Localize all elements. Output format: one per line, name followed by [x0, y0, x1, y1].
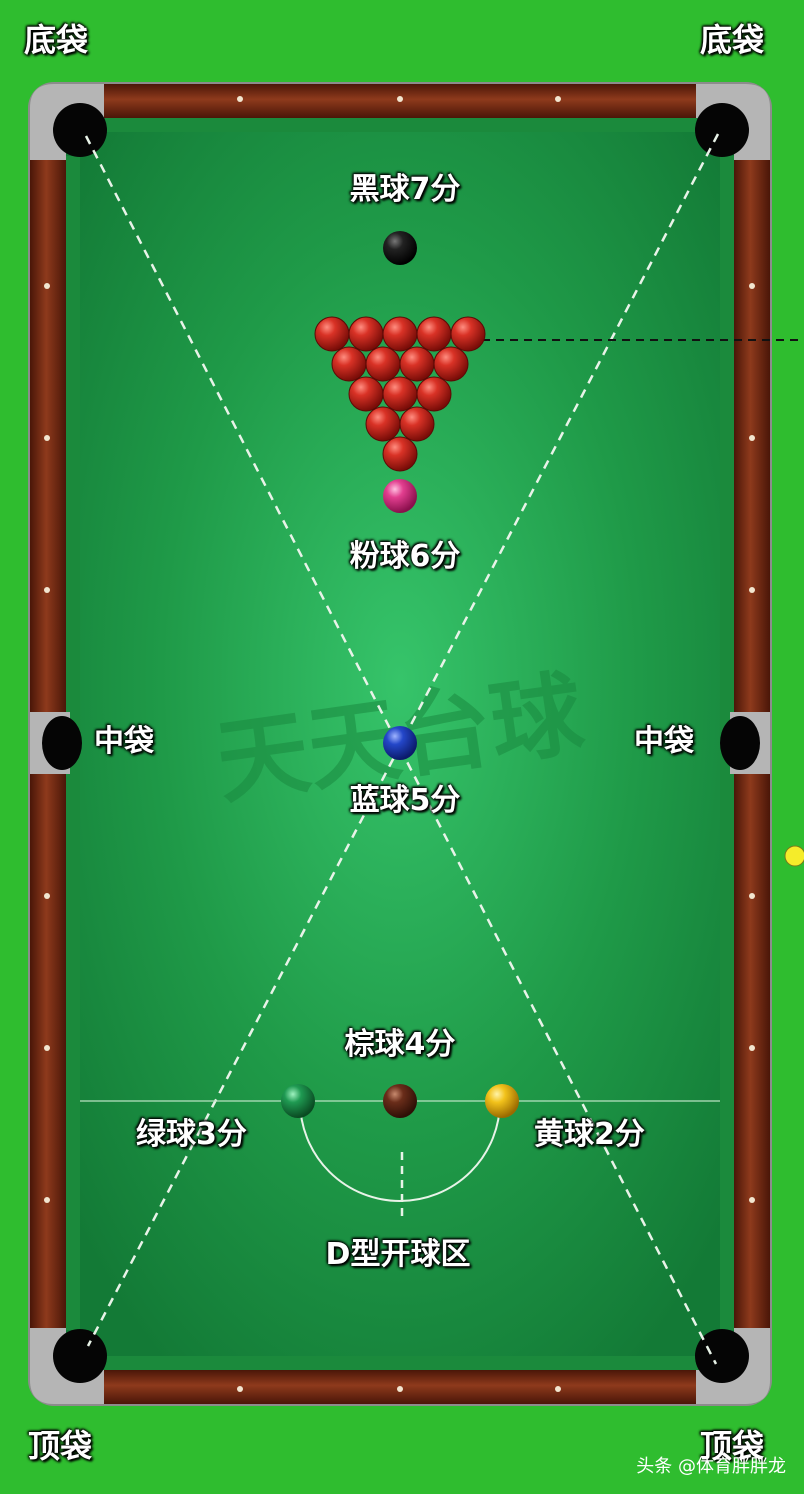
yellow-ball-label: 黄球2分: [534, 1117, 645, 1152]
author-credit: 头条 @体育胖胖龙: [636, 1456, 786, 1477]
red-ball: [314, 316, 350, 352]
red-ball: [450, 316, 486, 352]
pocket-label-top-right: 底袋: [700, 21, 765, 59]
pocket-middle-left: [42, 716, 82, 770]
red-ball: [382, 376, 418, 412]
blue-ball: [383, 726, 417, 760]
red-ball: [365, 406, 401, 442]
pink-ball: [383, 479, 417, 513]
rail-left-lower: [30, 774, 66, 1330]
d-zone-arc: [299, 1100, 501, 1202]
pink-ball-label: 粉球6分: [349, 539, 461, 574]
rail-diamonds: [44, 96, 755, 1392]
corner-pocket-housings: [30, 84, 770, 1404]
red-ball: [416, 376, 452, 412]
edge-marker-dot: [784, 845, 804, 867]
rail-right-lower: [734, 774, 770, 1330]
black-ball-label: 黑球7分: [349, 172, 461, 207]
pocket-label-middle-left: 中袋: [94, 724, 154, 759]
red-ball: [365, 346, 401, 382]
red-ball: [399, 346, 435, 382]
green-ball: [281, 1084, 315, 1118]
red-ball: [382, 316, 418, 352]
cushion-top: [100, 118, 700, 132]
brown-ball: [383, 1084, 417, 1118]
pocket-label-bottom-right: 顶袋: [700, 1427, 765, 1465]
pocket-label-middle-right: 中袋: [634, 724, 694, 759]
d-zone-label: D型开球区: [325, 1237, 471, 1272]
cushion-bottom: [100, 1356, 700, 1370]
pocket-top-left: [53, 103, 107, 157]
pocket-label-bottom-left: 顶袋: [28, 1427, 93, 1465]
rail-right-upper: [734, 156, 770, 712]
brown-ball-label: 棕球4分: [344, 1027, 456, 1062]
red-ball: [348, 376, 384, 412]
green-ball-label: 绿球3分: [136, 1117, 247, 1152]
black-ball: [383, 231, 417, 265]
red-ball: [433, 346, 469, 382]
red-balls-triangle: [314, 316, 486, 472]
red-ball: [382, 436, 418, 472]
pocket-bottom-left: [53, 1329, 107, 1383]
pocket-label-top-left: 底袋: [24, 21, 89, 59]
red-ball: [348, 316, 384, 352]
red-ball: [416, 316, 452, 352]
pocket-top-right: [695, 103, 749, 157]
yellow-ball: [485, 1084, 519, 1118]
blue-ball-label: 蓝球5分: [349, 783, 461, 818]
red-ball: [399, 406, 435, 442]
pocket-middle-right: [720, 716, 760, 770]
red-ball: [331, 346, 367, 382]
pocket-bottom-right: [695, 1329, 749, 1383]
rail-left-upper: [30, 156, 66, 712]
